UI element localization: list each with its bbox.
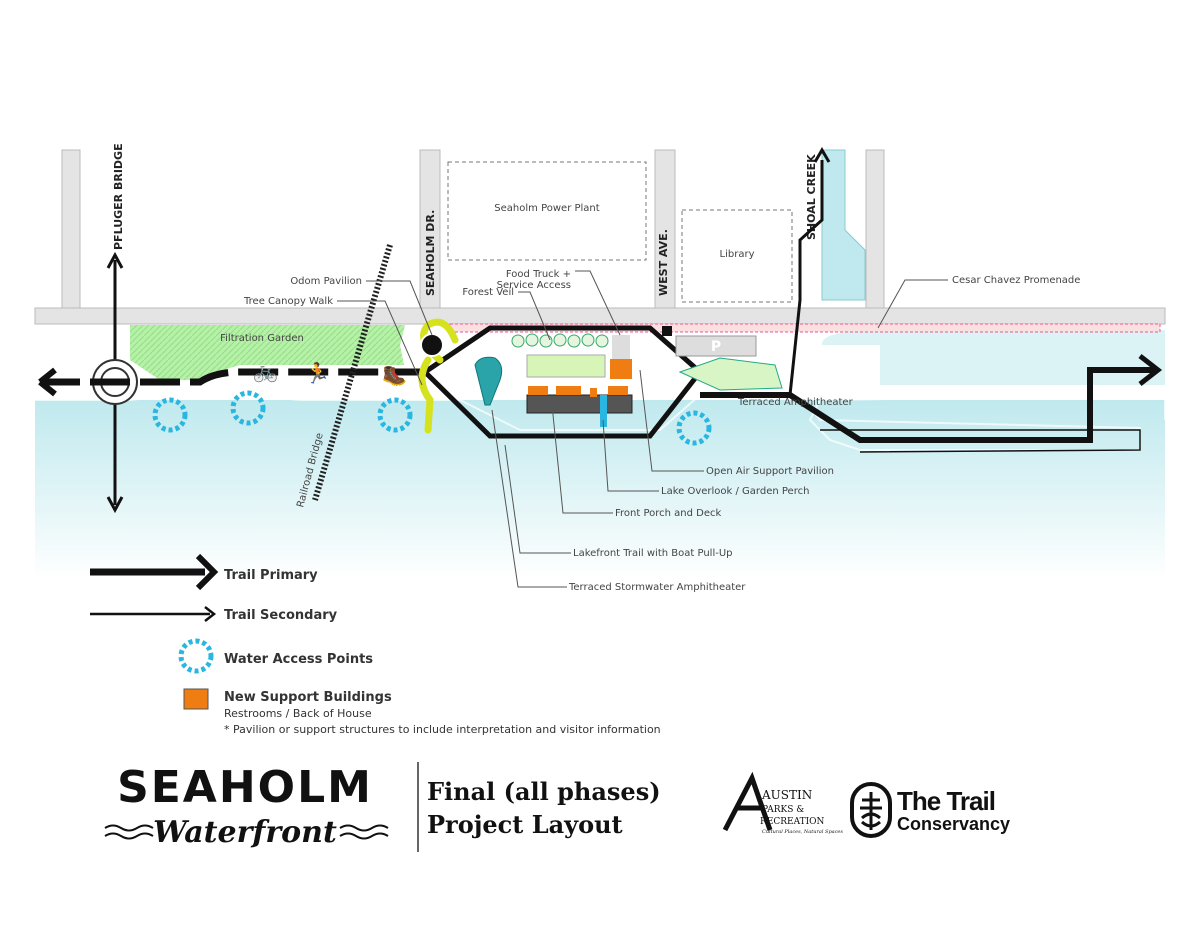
lake-overlook (600, 395, 607, 427)
water-access-legend-icon (178, 638, 214, 674)
pfluger-bridge-label: PFLUGER BRIDGE (112, 143, 125, 250)
trail-conservancy-name2: Conservancy (897, 814, 1010, 834)
legend: Trail Primary Trail Secondary Water Acce… (90, 553, 661, 736)
svg-text:AUSTIN: AUSTIN (761, 788, 812, 802)
tree-canopy-walk-label: Tree Canopy Walk (243, 296, 333, 307)
water-access-points (152, 390, 712, 446)
shoal-creek-label: SHOAL CREEK (805, 154, 818, 240)
svg-text:PARKS &: PARKS & (762, 805, 804, 815)
shoal-creek-water (821, 149, 866, 301)
layout-title-line1: Final (all phases) (427, 777, 661, 806)
filtration-garden-label: Filtration Garden (220, 333, 304, 344)
railroad-bridge (312, 244, 393, 501)
legend-support-buildings: New Support Buildings (224, 690, 392, 705)
legend-trail-primary: Trail Primary (224, 568, 318, 583)
shoal-creek-trail (788, 160, 824, 396)
library-label: Library (720, 249, 755, 260)
callouts: Odom Pavilion Tree Canopy Walk Food Truc… (243, 269, 1080, 593)
seaholm-dr-label: SEAHOLM DR. (424, 210, 437, 296)
odom-pavilion-label: Odom Pavilion (290, 276, 362, 287)
legend-support-sub: Restrooms / Back of House (224, 707, 372, 720)
legend-trail-secondary: Trail Secondary (224, 608, 338, 623)
garden-perch (526, 354, 606, 378)
trail-primary-east (700, 367, 1155, 443)
service-access-label: Service Access (497, 280, 571, 291)
cesar-chavez-label: Cesar Chavez Promenade (952, 275, 1080, 286)
svg-text:RECREATION: RECREATION (760, 817, 825, 827)
trail-conservancy-name1: The Trail (897, 786, 995, 816)
lakefront-trail-label: Lakefront Trail with Boat Pull-Up (573, 548, 733, 559)
parking-label: P (711, 339, 721, 355)
odom-pavilion (420, 333, 444, 357)
terraced-amphitheater-label: Terraced Amphitheater (737, 397, 854, 408)
footer: SEAHOLM Waterfront Final (all phases) Pr… (104, 762, 1010, 852)
forest-veil (511, 333, 609, 348)
layout-title-line2: Project Layout (427, 810, 623, 839)
support-building-legend-icon (183, 688, 209, 710)
bike-icon: 🚲 (253, 359, 278, 383)
stormwater-amphitheater (474, 356, 503, 406)
legend-water-access: Water Access Points (224, 652, 373, 667)
support-building (610, 359, 632, 379)
seaholm-power-plant (447, 161, 647, 261)
hiker-icon: 🥾 (382, 363, 407, 387)
trail-primary-west (40, 368, 425, 386)
food-truck-label: Food Truck + (506, 269, 571, 280)
front-porch-deck (526, 394, 633, 414)
svg-text:Cultural Places, Natural Space: Cultural Places, Natural Spaces (762, 829, 843, 835)
waterfront-logo: Waterfront (153, 815, 337, 850)
parking-lot (675, 335, 757, 357)
austin-parks-logo (722, 771, 773, 832)
filtration-garden (130, 325, 405, 380)
west-ave-label: WEST AVE. (657, 229, 670, 296)
runner-icon: 🏃 (305, 361, 330, 385)
front-porch-label: Front Porch and Deck (615, 508, 722, 519)
forest-veil-label: Forest Veil (462, 287, 514, 298)
lake-overlook-label: Lake Overlook / Garden Perch (661, 486, 809, 497)
library (681, 209, 793, 303)
power-plant-label: Seaholm Power Plant (494, 203, 599, 214)
terraced-amphitheater (678, 357, 783, 391)
legend-note: * Pavilion or support structures to incl… (224, 723, 661, 736)
stormwater-label: Terraced Stormwater Amphitheater (568, 582, 746, 593)
seaholm-logo: SEAHOLM (117, 762, 373, 813)
open-air-pavilion-label: Open Air Support Pavilion (706, 466, 834, 477)
